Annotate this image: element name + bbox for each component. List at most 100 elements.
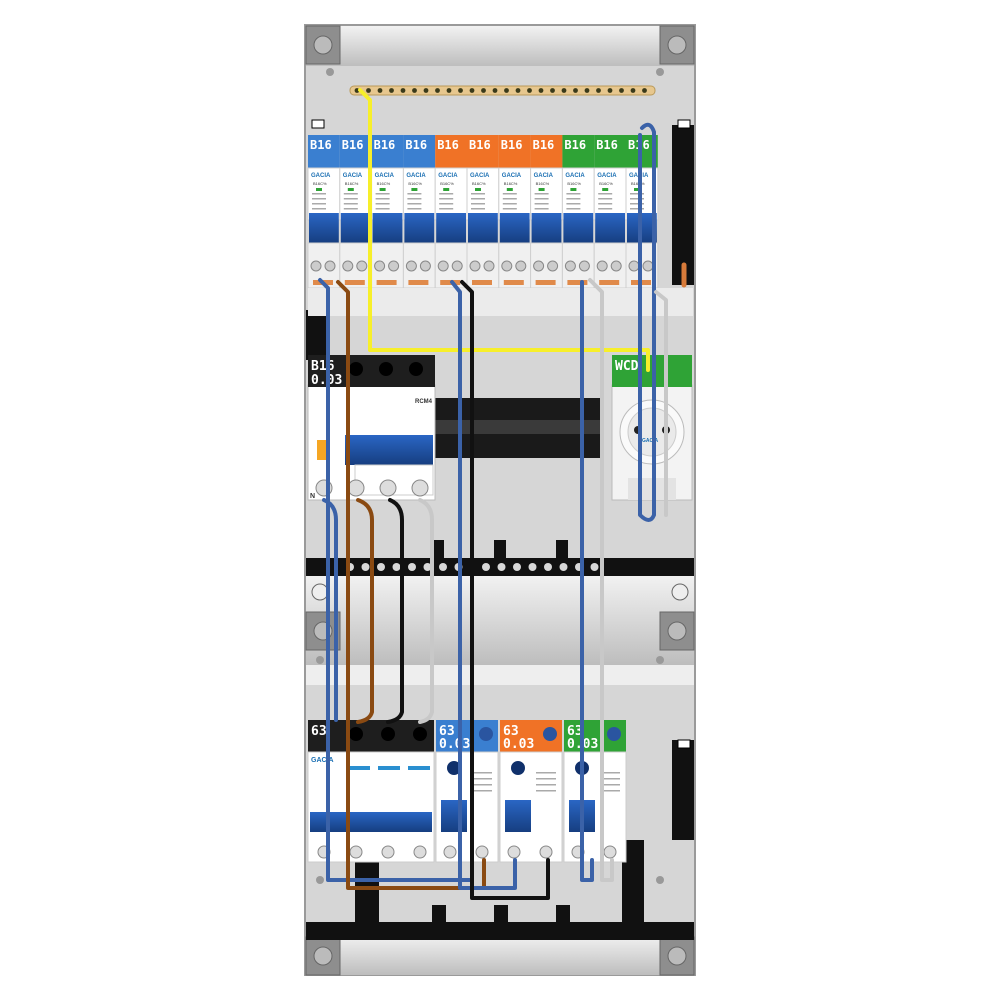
bottom-rail: [306, 840, 694, 940]
rcd-1[interactable]: 630.03: [435, 720, 499, 863]
rcd-test-button[interactable]: [511, 761, 525, 775]
rcd-rating: 63: [439, 724, 455, 739]
breaker-cap: [594, 135, 626, 168]
breaker-model: B16C%: [377, 181, 391, 186]
breaker-rating: B16: [564, 138, 586, 152]
rcbo-neutral-label: N: [310, 493, 315, 500]
breaker-handle[interactable]: [595, 213, 625, 243]
bottom-cover: [306, 935, 694, 975]
cable-duct-right-lower: [672, 740, 694, 840]
breaker-handle[interactable]: [531, 213, 562, 243]
breaker-rating: B16: [437, 138, 459, 152]
rcd-sensitivity: 0.03: [503, 737, 534, 752]
breaker-handle[interactable]: [499, 213, 530, 243]
breaker-cap: [308, 135, 340, 168]
wire-brown-1: [336, 280, 486, 890]
breaker-handle[interactable]: [436, 213, 466, 243]
wire-grey-1: [588, 278, 614, 882]
rcd-sensitivity: 0.03: [439, 737, 470, 752]
breaker-cap: [371, 135, 404, 168]
breaker-rating: B16: [374, 138, 396, 152]
cable-duct-left: [306, 310, 328, 360]
wire-blue-2: [450, 280, 517, 890]
rcd-handle[interactable]: [505, 800, 531, 832]
rcd-2[interactable]: 630.03: [499, 720, 563, 863]
wire-brown-2: [356, 498, 374, 724]
wire-blue-1: [318, 278, 472, 882]
socket-label: WCD: [615, 359, 639, 374]
breaker-model: B16C%: [536, 181, 550, 186]
rcd-rating: 63: [503, 724, 519, 739]
breaker-brand: GACIA: [534, 173, 554, 179]
breaker-model: B16C%: [408, 181, 422, 186]
breaker-brand: GACIA: [311, 173, 331, 179]
rcd-test-button[interactable]: [447, 761, 461, 775]
breaker-handle[interactable]: [309, 213, 339, 243]
rcbo-handle[interactable]: [345, 435, 433, 465]
wire-black-1: [460, 280, 550, 900]
breaker-model: B16C%: [313, 181, 327, 186]
breaker-rating: B16: [501, 138, 523, 152]
breaker-model: B16C%: [504, 181, 518, 186]
wire-yellow-earth: [358, 88, 650, 372]
breaker-rating: B16: [405, 138, 427, 152]
wire-black-2: [386, 498, 404, 724]
breaker-rating: B16: [533, 138, 555, 152]
breaker-handle[interactable]: [340, 213, 371, 243]
breaker-cap: [339, 135, 372, 168]
breaker-handle[interactable]: [563, 213, 594, 243]
breaker-handle[interactable]: [372, 213, 403, 243]
main-switch-handle[interactable]: [310, 812, 432, 832]
breaker-rating: B16: [310, 138, 332, 152]
breaker-cap: [467, 135, 499, 168]
wire-blue-3: [580, 280, 594, 882]
breaker-rating: B16: [469, 138, 491, 152]
duct-tags: [311, 119, 691, 749]
breaker-model: B16C%: [472, 181, 486, 186]
breaker-brand: GACIA: [597, 173, 617, 179]
rcd-rating: 63: [567, 724, 583, 739]
wire-grey-3: [418, 498, 434, 724]
breaker-model: B16C%: [440, 181, 454, 186]
rcbo-rating: B16: [311, 359, 335, 374]
mid-band: [306, 665, 694, 685]
rcbo-model: RCM4: [415, 399, 433, 405]
rcd-handle[interactable]: [441, 800, 467, 832]
breaker-handle[interactable]: [404, 213, 435, 243]
din-rail-groove: [430, 420, 600, 434]
main-switch-brand: GACIA: [311, 757, 334, 764]
breaker-cap: [530, 135, 563, 168]
breaker-brand: GACIA: [406, 173, 426, 179]
mid-cover: [306, 575, 694, 665]
breaker-model: B16C%: [599, 181, 613, 186]
rcd-3[interactable]: 630.03: [563, 720, 627, 863]
breaker-handle[interactable]: [468, 213, 498, 243]
breaker-cap: [403, 135, 436, 168]
breaker-cap: [562, 135, 595, 168]
breaker-brand: GACIA: [565, 173, 585, 179]
cable-duct-right: [672, 125, 694, 285]
busbar-comb: [349, 85, 656, 96]
wiring: [318, 88, 687, 900]
socket-brand: GACIA: [642, 438, 659, 444]
breaker-brand: GACIA: [470, 173, 490, 179]
breaker-brand: GACIA: [375, 173, 395, 179]
breaker-cap: [435, 135, 467, 168]
wire-blue-4: [322, 498, 338, 722]
top-cover: [306, 26, 694, 66]
breaker-rating: B16: [342, 138, 364, 152]
breaker-model: B16C%: [345, 181, 359, 186]
wire-blue-loop: [638, 122, 656, 522]
